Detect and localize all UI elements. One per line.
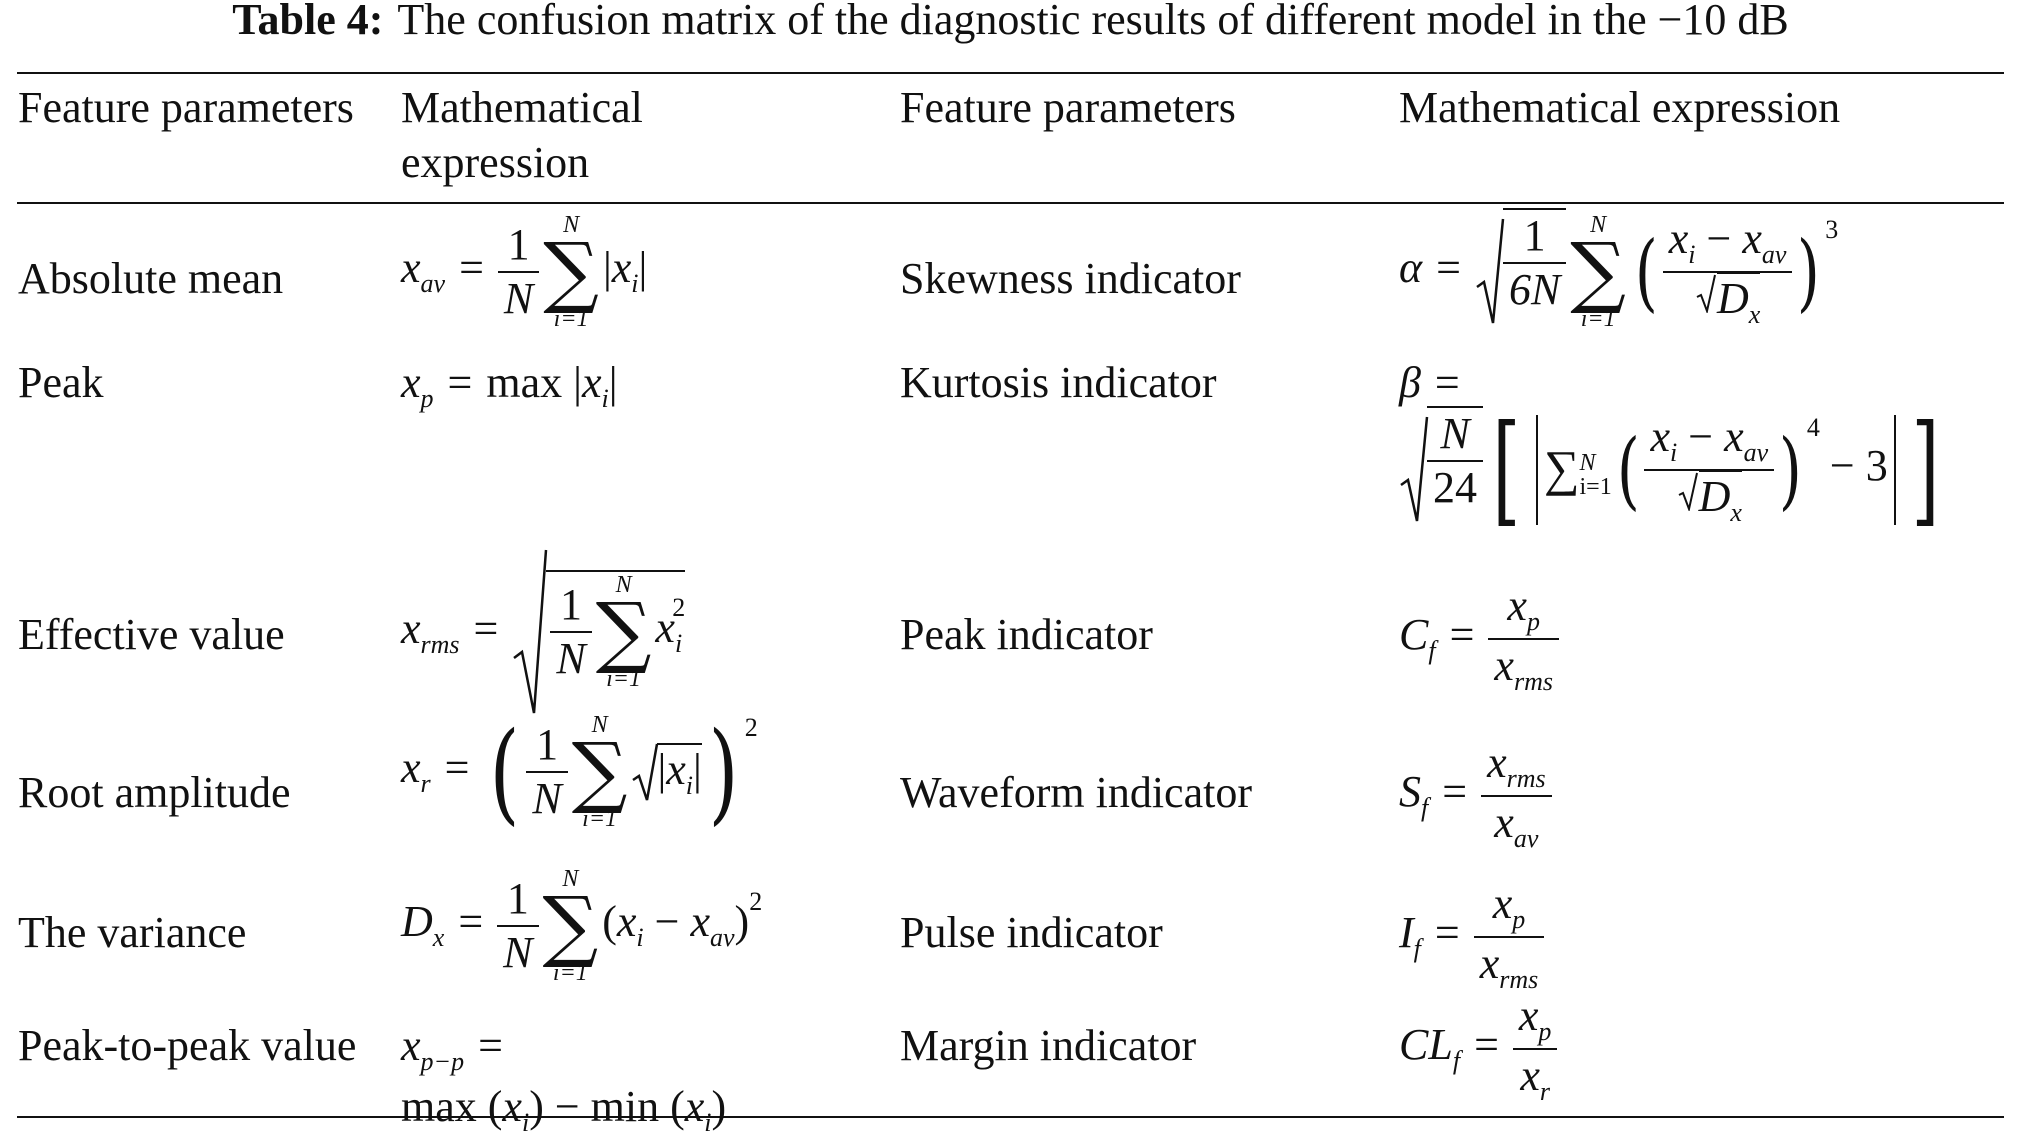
- label-peak: Peak: [18, 358, 104, 407]
- header-rule: [17, 202, 2004, 204]
- label-absolute-mean: Absolute mean: [18, 254, 284, 303]
- label-effective-value: Effective value: [18, 610, 285, 659]
- caption-text: The confusion matrix of the diagnostic r…: [397, 0, 1789, 44]
- table-caption: Table 4: The confusion matrix of the diag…: [0, 0, 2021, 46]
- label-variance: The variance: [18, 908, 247, 957]
- top-rule: [17, 72, 2004, 74]
- label-margin-indicator: Margin indicator: [900, 1021, 1197, 1070]
- label-kurtosis-indicator: Kurtosis indicator: [900, 358, 1217, 407]
- bottom-rule: [17, 1116, 2004, 1118]
- sqrt-symbol: [512, 548, 548, 718]
- label-pulse-indicator: Pulse indicator: [900, 908, 1163, 957]
- formula-kurtosis-line1: β=: [1399, 358, 1460, 407]
- header-mathematical-expression-1: Mathematical expression: [401, 83, 643, 187]
- formula-peak-to-peak: xp−p= max (xi) − min (xi): [401, 1021, 727, 1137]
- formula-peak: xp=max |xi|: [401, 358, 618, 413]
- label-waveform-indicator: Waveform indicator: [900, 768, 1252, 817]
- label-skewness-indicator: Skewness indicator: [900, 254, 1241, 303]
- header-feature-parameters-2: Feature parameters: [900, 83, 1236, 132]
- header-feature-parameters-1: Feature parameters: [18, 83, 354, 132]
- label-peak-indicator: Peak indicator: [900, 610, 1153, 659]
- label-root-amplitude: Root amplitude: [18, 768, 291, 817]
- header-mathematical-expression-2: Mathematical expression: [1399, 83, 1841, 132]
- caption-label: Table 4:: [232, 0, 384, 44]
- label-peak-to-peak: Peak-to-peak value: [18, 1021, 357, 1070]
